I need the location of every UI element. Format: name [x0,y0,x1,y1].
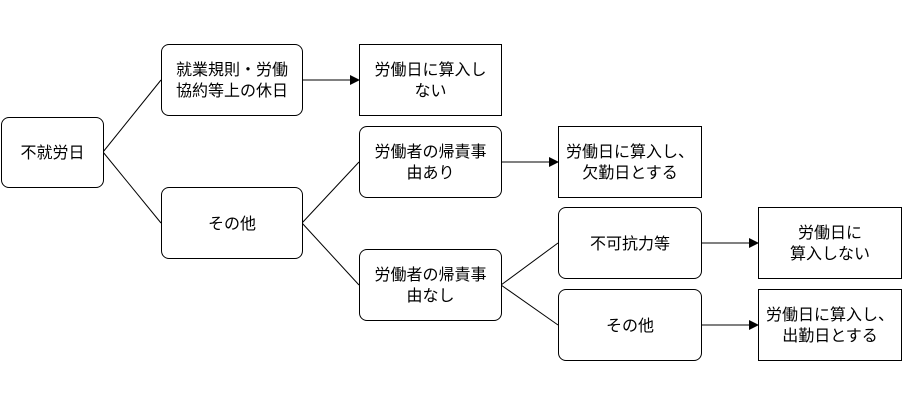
node-other: その他 [161,187,303,259]
node-no-count: 労働日に算入し ない [359,44,502,116]
edge-root-to-rule-holiday [102,79,162,153]
node-force-majeure-label: 不可抗力等 [589,233,670,253]
node-other2-label: その他 [605,315,654,335]
node-force-majeure: 不可抗力等 [558,207,702,279]
node-no-count2: 労働日に 算入しない [758,207,902,279]
node-no-count2-label: 労働日に 算入しない [789,223,870,263]
node-attendance: 労働日に算入し、 出勤日とする [758,289,902,361]
node-no-count-label: 労働日に算入し ない [374,60,487,100]
node-rule-holiday-label: 就業規則・労働 協約等上の休日 [175,60,288,100]
node-fault-label: 労働者の帰責事 由あり [374,142,487,182]
node-fault: 労働者の帰責事 由あり [359,126,502,198]
node-absence-label: 労働日に算入し、 欠勤日とする [565,142,694,182]
node-attendance-label: 労働日に算入し、 出勤日とする [765,305,894,345]
node-no-fault-label: 労働者の帰責事 由なし [374,265,487,305]
node-root: 不就労日 [1,117,104,188]
node-rule-holiday: 就業規則・労働 協約等上の休日 [161,44,303,116]
node-no-fault: 労働者の帰責事 由なし [359,249,502,321]
edge-no-fault-to-other2 [500,284,559,326]
edge-no-fault-to-force-majeure [500,242,559,286]
edge-other-to-no-fault [301,222,360,286]
node-other-label: その他 [207,213,256,233]
node-other2: その他 [558,289,702,361]
node-absence: 労働日に算入し、 欠勤日とする [558,126,702,198]
node-root-label: 不就労日 [20,143,85,162]
edge-other-to-fault [301,161,360,224]
edge-root-to-other [102,151,162,224]
